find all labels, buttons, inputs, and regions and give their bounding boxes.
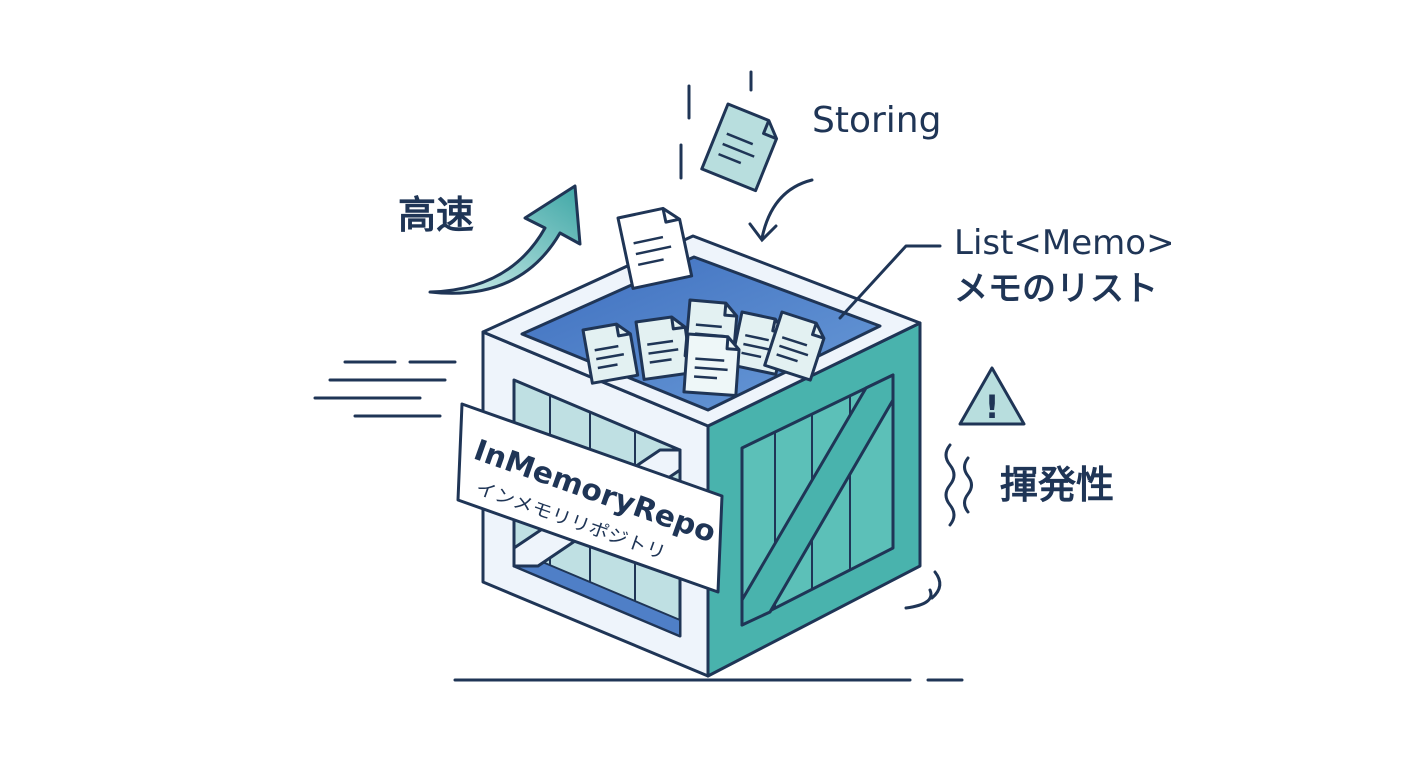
falling-documents — [616, 102, 779, 290]
storing-label: Storing — [812, 100, 941, 141]
motion-lines — [679, 70, 753, 180]
vibration-lines — [904, 570, 942, 610]
list-leader-line — [838, 244, 942, 320]
document-icon — [682, 332, 741, 397]
document-icon — [763, 310, 826, 382]
list-type-label: List<Memo> — [954, 223, 1175, 263]
fast-label: 高速 — [398, 193, 474, 237]
storing-arrow-icon — [748, 178, 814, 243]
document-icon — [634, 315, 694, 381]
speed-lines-icon — [313, 360, 457, 418]
crate-right-brace — [740, 373, 895, 627]
document-icon — [700, 102, 779, 193]
document-icon — [581, 322, 640, 385]
volatile-label: 揮発性 — [1000, 463, 1114, 507]
fast-arrow-icon — [428, 184, 582, 295]
stored-documents — [581, 298, 826, 397]
warning-icon: ! — [958, 366, 1026, 426]
list-desc-label: メモのリスト — [954, 269, 1158, 309]
document-icon — [616, 206, 694, 290]
warning-mark: ! — [985, 388, 1000, 426]
wave-icon — [944, 443, 973, 527]
